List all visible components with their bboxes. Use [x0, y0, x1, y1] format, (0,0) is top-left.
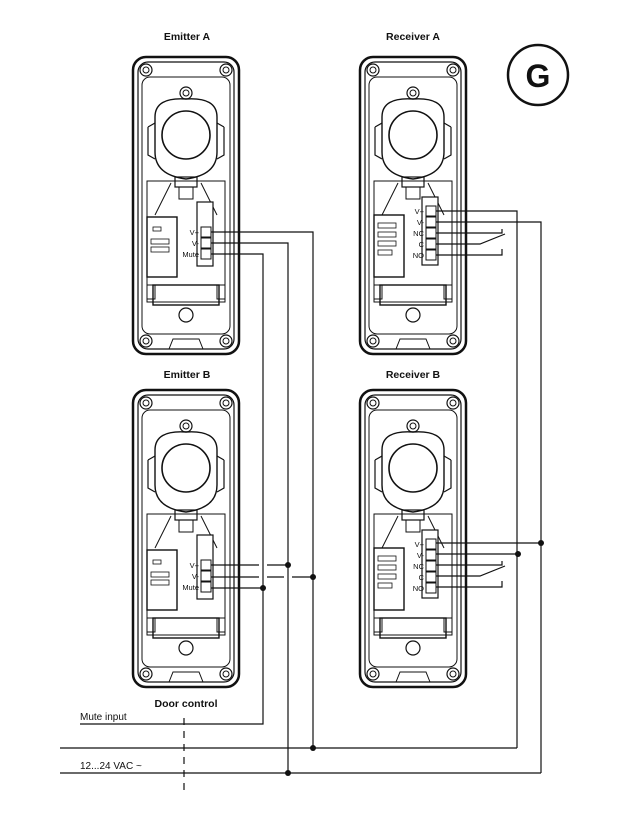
- receiver-a: Receiver A V+ V- NC C NO: [358, 31, 468, 356]
- relay-contact-a: [436, 229, 506, 256]
- terminal-label: NO: [413, 251, 424, 260]
- terminal-label: V-: [417, 551, 425, 560]
- relay-contact-b: [436, 561, 506, 588]
- terminal-label: NC: [413, 562, 424, 571]
- figure-letter: G: [526, 58, 551, 94]
- terminal-label: C: [419, 573, 425, 582]
- emitter-b: Emitter B V+ V- Mute: [131, 369, 241, 689]
- terminal-label: C: [419, 240, 425, 249]
- receiver-a-title: Receiver A: [386, 31, 440, 43]
- terminal-label: NC: [413, 229, 424, 238]
- junction: [515, 551, 521, 557]
- emitter-a-title: Emitter A: [164, 31, 211, 43]
- terminal-label: V+: [190, 561, 200, 570]
- wire-receiver-a-vplus: [436, 210, 518, 748]
- terminal-label: NO: [413, 584, 424, 593]
- junction: [260, 585, 266, 591]
- junction: [285, 562, 291, 568]
- emitter-a: Emitter A V+ V- Mute: [131, 31, 241, 356]
- terminal-label: V+: [190, 228, 200, 237]
- receiver-a-housing: [358, 55, 468, 356]
- terminal-label: V+: [415, 207, 425, 216]
- terminal-label: Mute: [182, 250, 199, 259]
- terminal-label: V-: [192, 239, 200, 248]
- supply-voltage-label: 12...24 VAC ~: [80, 761, 142, 772]
- emitter-b-housing: [131, 388, 241, 689]
- mute-input-label: Mute input: [80, 712, 127, 723]
- junction: [285, 770, 291, 776]
- receiver-b: Receiver B V+ V- NC C NO: [358, 369, 468, 689]
- wire-emitter-a-vminus: [211, 242, 289, 773]
- door-control-title: Door control: [155, 698, 218, 710]
- junction: [310, 745, 316, 751]
- emitter-b-title: Emitter B: [164, 369, 211, 381]
- terminal-label: V+: [415, 540, 425, 549]
- wiring: [60, 210, 544, 790]
- junction: [538, 540, 544, 546]
- terminal-label: V-: [417, 218, 425, 227]
- wire-mute: [80, 253, 264, 725]
- receiver-b-housing: [358, 388, 468, 689]
- terminal-label: Mute: [182, 583, 199, 592]
- emitter-a-housing: [131, 55, 241, 356]
- receiver-b-title: Receiver B: [386, 369, 441, 381]
- junction: [310, 574, 316, 580]
- terminal-label: V-: [192, 572, 200, 581]
- figure-badge: G: [506, 43, 570, 107]
- wire-receiver-a-vminus: [436, 221, 542, 773]
